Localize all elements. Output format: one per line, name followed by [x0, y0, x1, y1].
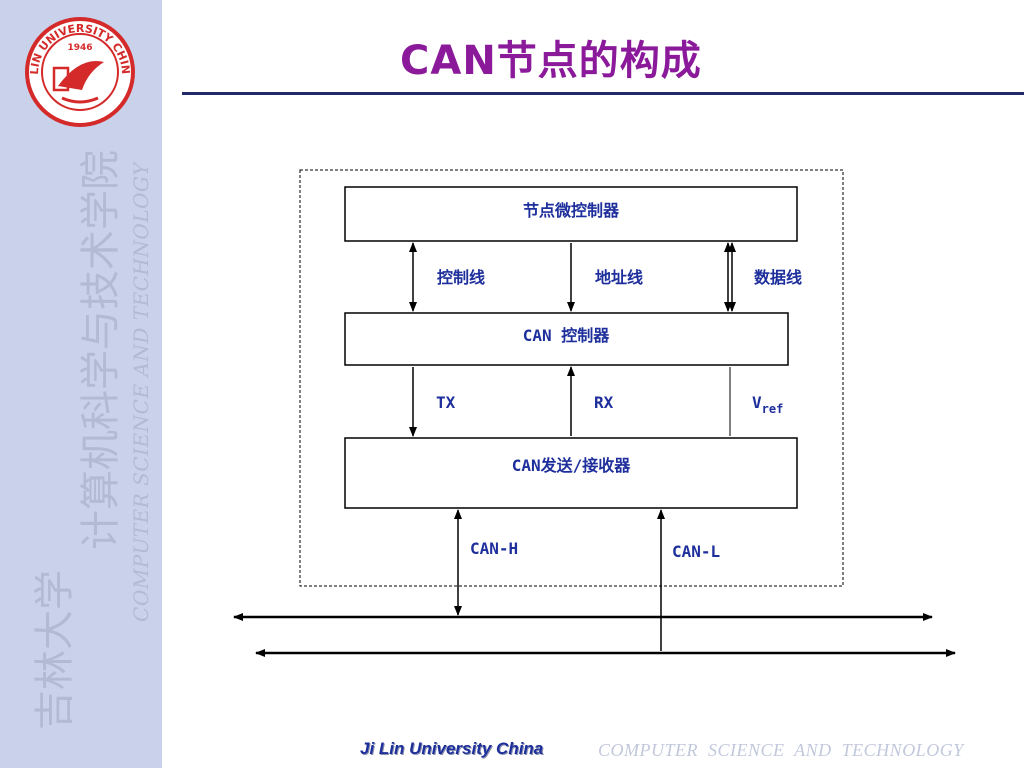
transceiver-label: CAN发送/接收器: [512, 456, 632, 475]
address-line-label: 地址线: [595, 268, 643, 287]
university-seal-icon: JILIN UNIVERSITY CHINA 1946: [24, 16, 135, 127]
footer-university: Ji Lin University China: [360, 739, 544, 758]
tx-label: TX: [436, 393, 456, 412]
vref-label: Vref: [752, 393, 783, 416]
data-line-label: 数据线: [754, 268, 802, 287]
footer-department: COMPUTER SCIENCE AND TECHNOLOGY: [598, 740, 964, 760]
rx-label: RX: [594, 393, 614, 412]
transceiver-box: [344, 437, 798, 509]
controller-label: CAN 控制器: [523, 326, 611, 345]
page-title: CAN节点的构成: [400, 38, 702, 84]
mcu-box: [344, 186, 798, 242]
can-h-label: CAN-H: [470, 539, 518, 558]
node-boundary: [299, 169, 844, 587]
controller-box: [344, 312, 789, 366]
mcu-label: 节点微控制器: [523, 201, 620, 220]
title-divider: [182, 92, 1024, 95]
seal-year: 1946: [67, 43, 92, 53]
sidebar: JILIN UNIVERSITY CHINA 1946 COMPUTER SCI…: [0, 0, 162, 768]
can-l-label: CAN-L: [672, 542, 720, 561]
control-line-label: 控制线: [437, 268, 485, 287]
